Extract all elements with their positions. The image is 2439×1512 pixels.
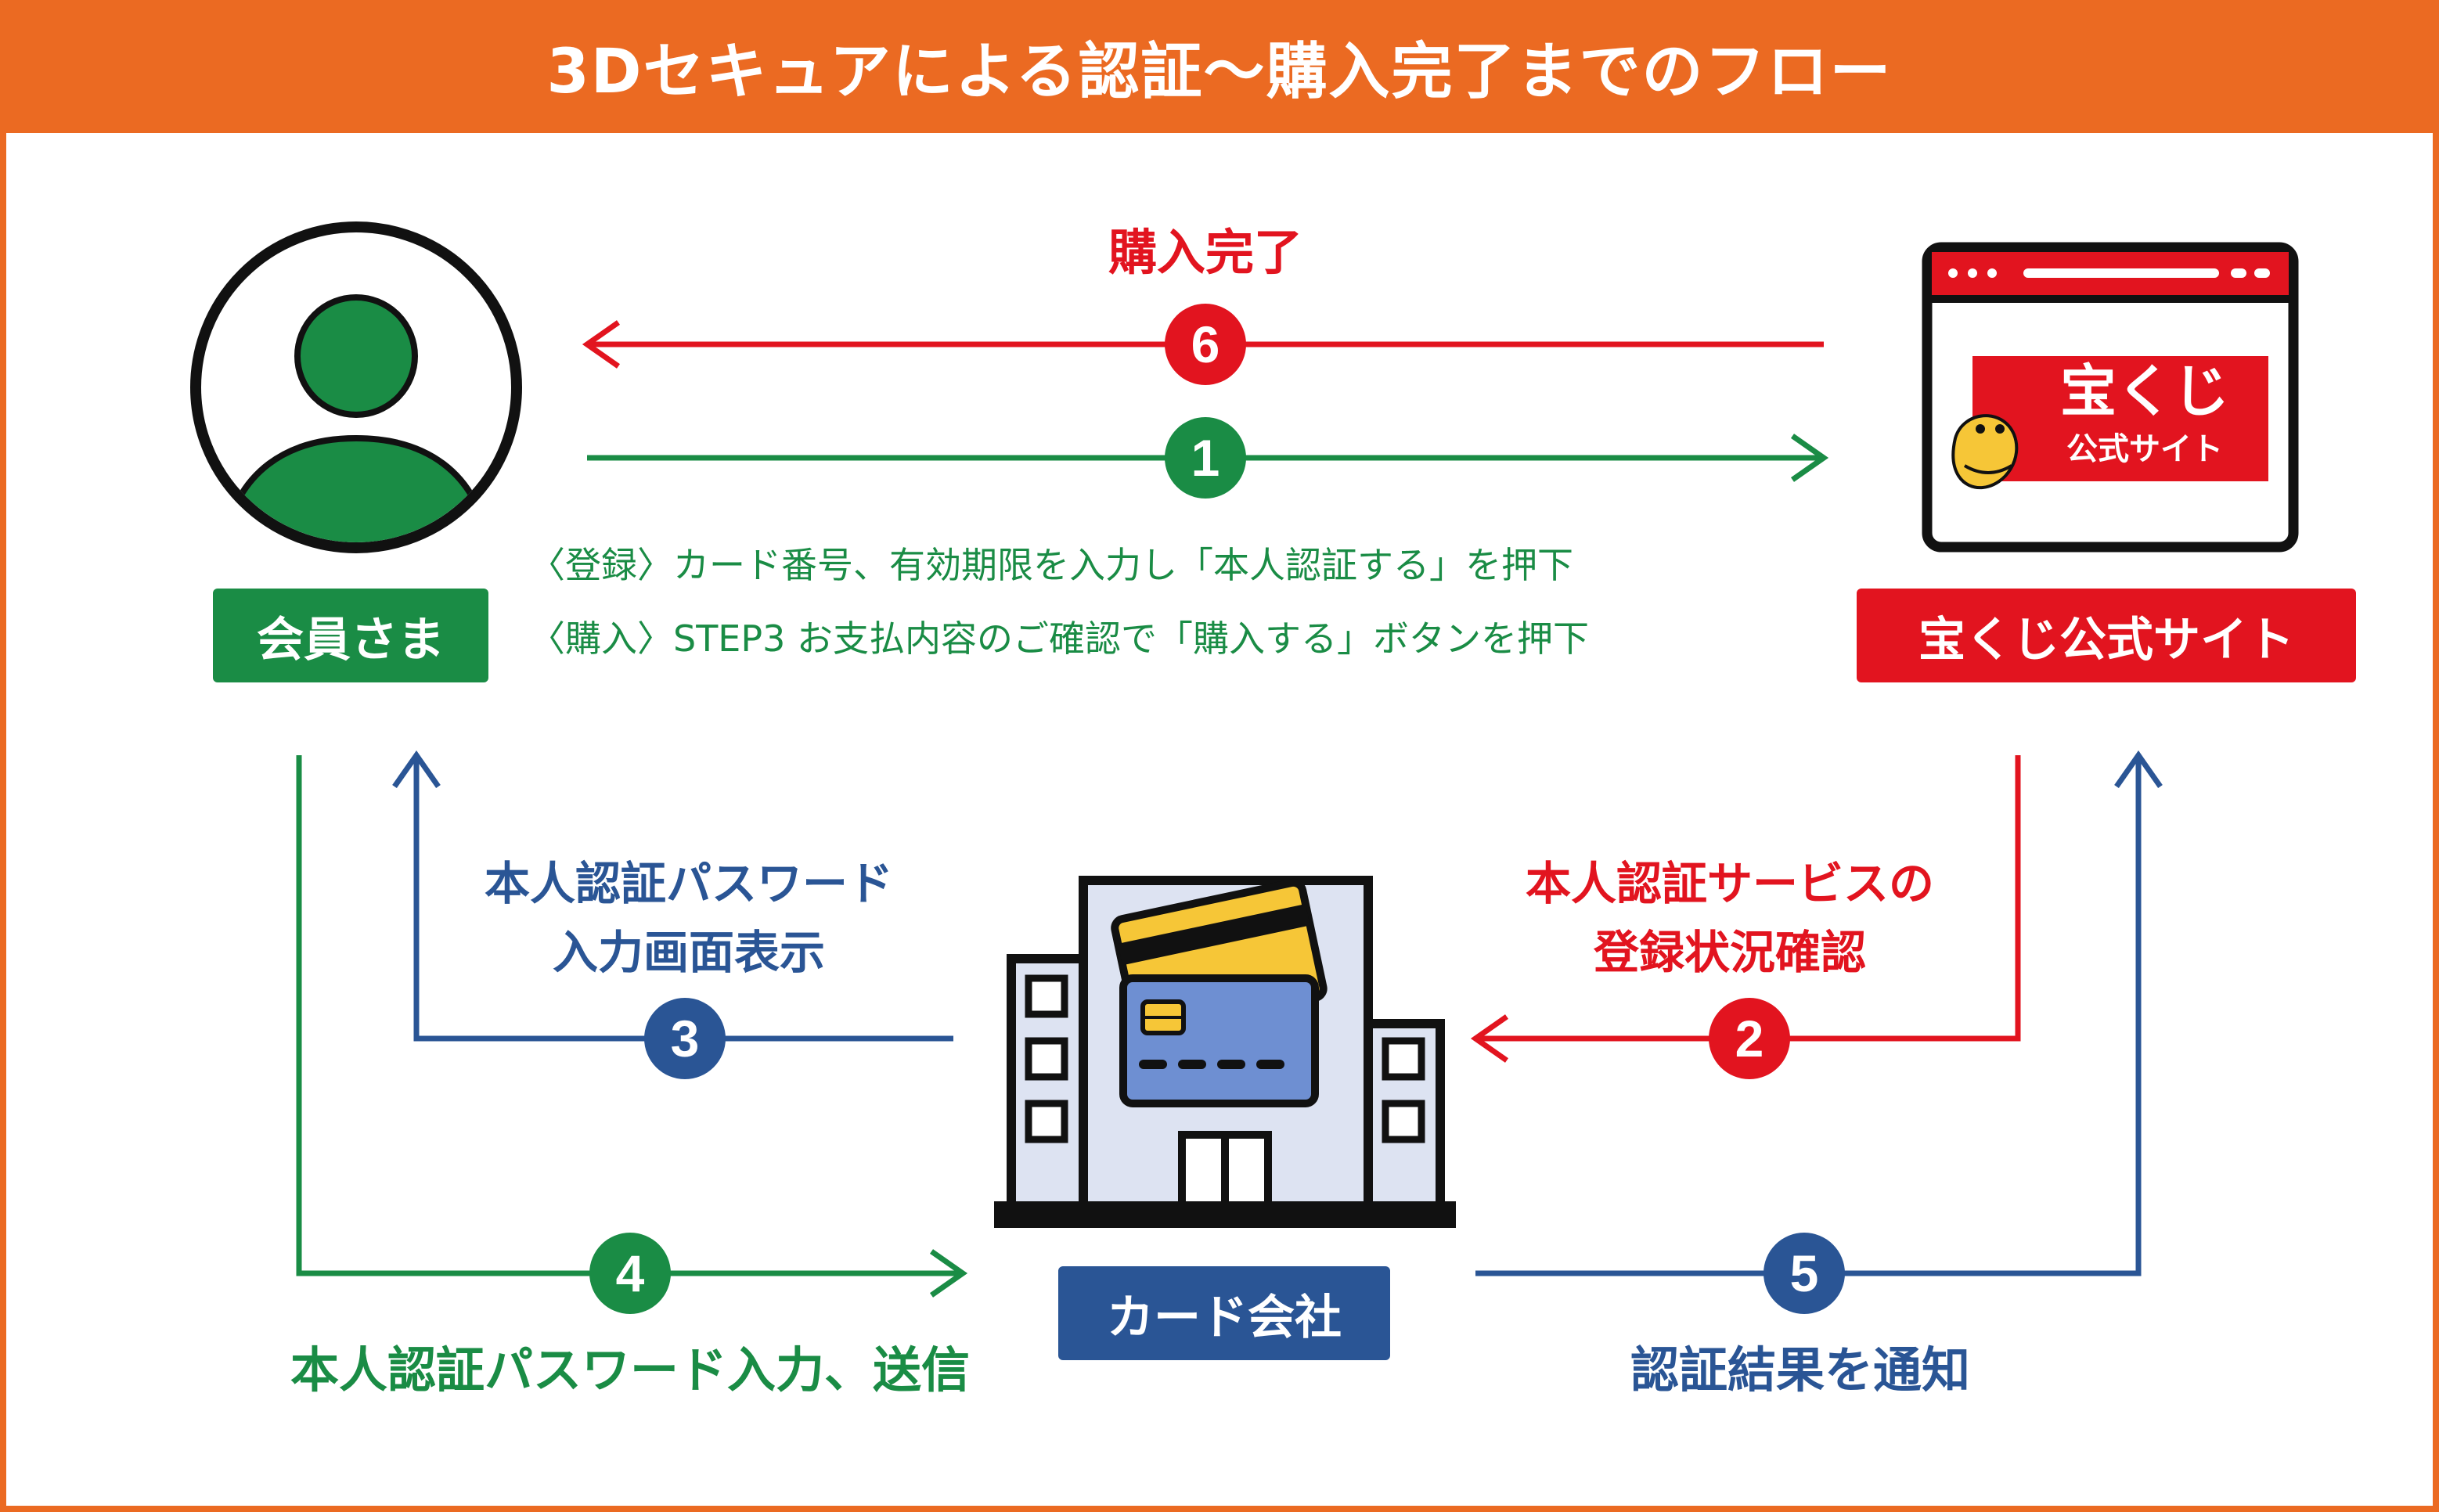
- step-3-line-1: 本人認証パスワード: [484, 857, 893, 910]
- step-5-marker: 5: [1764, 1233, 1845, 1314]
- step-5-label: 認証結果を通知: [1630, 1341, 1970, 1399]
- step-2-marker: 2: [1709, 998, 1790, 1079]
- arrow-step-4: [296, 755, 968, 1298]
- page-title: 3Dセキュアによる認証〜購入完了までのフロー: [546, 37, 1893, 107]
- header-bar: 3Dセキュアによる認証〜購入完了までのフロー: [0, 0, 2439, 133]
- arrow-step-3: [392, 750, 953, 1042]
- user-icon: [190, 221, 522, 553]
- step-3-marker: 3: [644, 998, 726, 1079]
- step-6-number: 6: [1191, 315, 1220, 373]
- arrow-step-2: [1470, 755, 2021, 1063]
- credit-card-icon: [1111, 878, 1328, 1107]
- arrow-step-5: [1475, 750, 2163, 1276]
- step-6-label: 購入完了: [1108, 224, 1302, 281]
- step-2-line-1: 本人認証サービスの: [1525, 857, 1934, 910]
- logo-title: 宝くじ: [2059, 358, 2229, 424]
- step-4-label: 本人認証パスワード入力、送信: [290, 1341, 970, 1399]
- step-4-marker: 4: [589, 1233, 671, 1314]
- step-4-number: 4: [616, 1244, 645, 1302]
- member-badge: 会員さま: [213, 589, 488, 682]
- card-company-badge: カード会社: [1058, 1266, 1390, 1360]
- logo-subtitle: 公式サイト: [2066, 431, 2223, 467]
- step-1-line-1: 〈登録〉カード番号、有効期限を入力し「本人認証する」を押下: [529, 544, 1573, 586]
- step-1-marker: 1: [1165, 417, 1246, 499]
- site-badge: 宝くじ公式サイト: [1857, 589, 2356, 682]
- mascot-icon: [1951, 414, 2019, 490]
- browser-window-icon: [1922, 242, 2299, 553]
- step-3-line-2: 入力画面表示: [552, 926, 825, 979]
- step-1-number: 1: [1191, 429, 1220, 487]
- step-6-marker: 6: [1165, 304, 1246, 385]
- step-2-line-2: 登録状況確認: [1593, 926, 1866, 979]
- step-1-line-2: 〈購入〉STEP3 お支払内容のご確認で「購入する」ボタンを押下: [529, 617, 1589, 660]
- step-5-number: 5: [1790, 1244, 1819, 1302]
- step-2-number: 2: [1735, 1010, 1764, 1067]
- step-3-number: 3: [671, 1010, 700, 1067]
